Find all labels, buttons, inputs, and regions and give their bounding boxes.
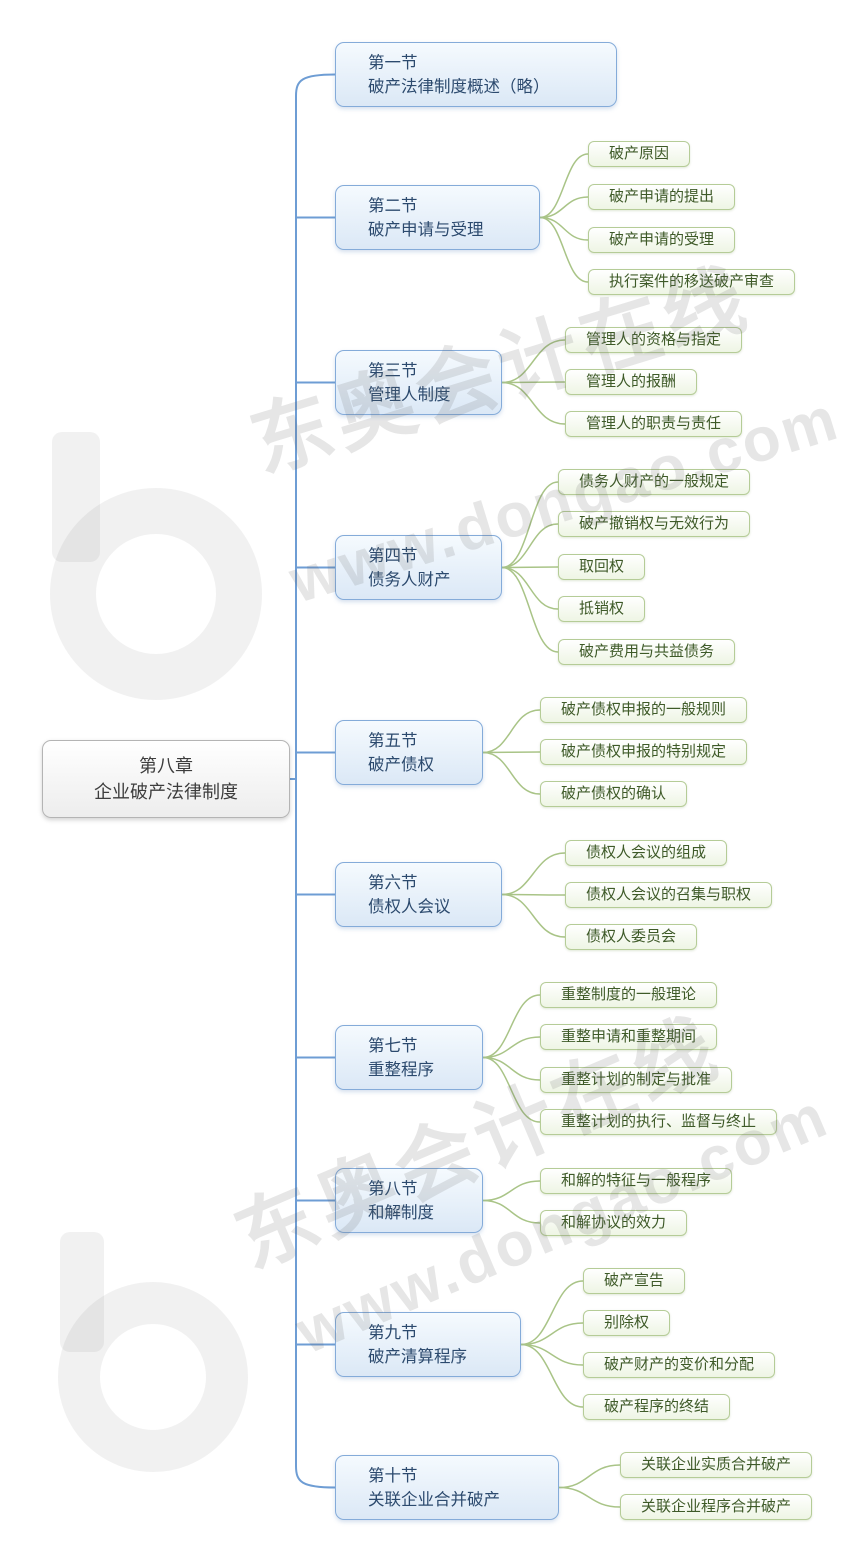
section-title: 破产申请与受理 xyxy=(368,220,484,239)
subtopic-node[interactable]: 和解的特征与一般程序 xyxy=(540,1168,733,1194)
section-node-5[interactable]: 第五节 破产债权 xyxy=(335,720,483,785)
section-title: 关联企业合并破产 xyxy=(368,1490,500,1509)
section-node-2[interactable]: 第二节 破产申请与受理 xyxy=(335,185,540,250)
section-node-10[interactable]: 第十节 关联企业合并破产 xyxy=(335,1455,559,1520)
subtopic-node[interactable]: 破产财产的变价和分配 xyxy=(583,1352,776,1378)
subtopic-node[interactable]: 管理人的资格与指定 xyxy=(565,327,743,353)
section-node-8[interactable]: 第八节 和解制度 xyxy=(335,1168,483,1233)
subtopic-node[interactable]: 破产费用与共益债务 xyxy=(558,639,736,665)
section-node-4[interactable]: 第四节 债务人财产 xyxy=(335,535,502,600)
section-node-1[interactable]: 第一节 破产法律制度概述（略） xyxy=(335,42,617,107)
subtopic-node[interactable]: 破产申请的受理 xyxy=(588,227,736,253)
subtopic-node[interactable]: 别除权 xyxy=(583,1310,671,1336)
section-label: 第九节 xyxy=(368,1323,418,1342)
subtopic-node[interactable]: 管理人的报酬 xyxy=(565,369,698,395)
root-chapter-title: 企业破产法律制度 xyxy=(94,782,238,802)
section-label: 第十节 xyxy=(368,1466,418,1485)
section-label: 第四节 xyxy=(368,546,418,565)
section-label: 第三节 xyxy=(368,361,418,380)
section-label: 第一节 xyxy=(368,53,418,72)
section-label: 第二节 xyxy=(368,196,418,215)
subtopic-node[interactable]: 关联企业程序合并破产 xyxy=(620,1494,813,1520)
section-label: 第七节 xyxy=(368,1036,418,1055)
section-node-7[interactable]: 第七节 重整程序 xyxy=(335,1025,483,1090)
subtopic-node[interactable]: 债务人财产的一般规定 xyxy=(558,469,751,495)
section-title: 破产清算程序 xyxy=(368,1347,467,1366)
subtopic-node[interactable]: 债权人委员会 xyxy=(565,924,698,950)
section-title: 破产债权 xyxy=(368,755,434,774)
section-label: 第五节 xyxy=(368,731,418,750)
subtopic-node[interactable]: 破产撤销权与无效行为 xyxy=(558,511,751,537)
section-title: 重整程序 xyxy=(368,1060,434,1079)
section-label: 第六节 xyxy=(368,873,418,892)
subtopic-node[interactable]: 破产原因 xyxy=(588,141,691,167)
section-node-9[interactable]: 第九节 破产清算程序 xyxy=(335,1312,521,1377)
root-chapter-label: 第八章 xyxy=(139,756,193,776)
subtopic-node[interactable]: 重整计划的制定与批准 xyxy=(540,1067,733,1093)
section-node-3[interactable]: 第三节 管理人制度 xyxy=(335,350,502,415)
subtopic-node[interactable]: 和解协议的效力 xyxy=(540,1210,688,1236)
sub-branch-lines xyxy=(482,153,621,1508)
subtopic-node[interactable]: 债权人会议的召集与职权 xyxy=(565,882,773,908)
subtopic-node[interactable]: 重整计划的执行、监督与终止 xyxy=(540,1109,778,1135)
section-title: 债务人财产 xyxy=(368,570,451,589)
subtopic-node[interactable]: 关联企业实质合并破产 xyxy=(620,1452,813,1478)
subtopic-node[interactable]: 抵销权 xyxy=(558,596,646,622)
subtopic-node[interactable]: 取回权 xyxy=(558,554,646,580)
section-title: 和解制度 xyxy=(368,1203,434,1222)
main-branch-lines xyxy=(290,73,336,1489)
subtopic-node[interactable]: 破产债权的确认 xyxy=(540,781,688,807)
subtopic-node[interactable]: 破产申请的提出 xyxy=(588,184,736,210)
section-title: 破产法律制度概述（略） xyxy=(368,77,550,96)
root-node[interactable]: 第八章 企业破产法律制度 xyxy=(42,740,290,818)
subtopic-node[interactable]: 破产债权申报的特别规定 xyxy=(540,739,748,765)
subtopic-node[interactable]: 执行案件的移送破产审查 xyxy=(588,269,796,295)
section-title: 债权人会议 xyxy=(368,897,451,916)
subtopic-node[interactable]: 破产程序的终结 xyxy=(583,1394,731,1420)
subtopic-node[interactable]: 重整制度的一般理论 xyxy=(540,982,718,1008)
subtopic-node[interactable]: 破产债权申报的一般规则 xyxy=(540,697,748,723)
section-node-6[interactable]: 第六节 债权人会议 xyxy=(335,862,502,927)
section-label: 第八节 xyxy=(368,1179,418,1198)
subtopic-node[interactable]: 重整申请和重整期间 xyxy=(540,1024,718,1050)
subtopic-node[interactable]: 管理人的职责与责任 xyxy=(565,411,743,437)
section-title: 管理人制度 xyxy=(368,385,451,404)
subtopic-node[interactable]: 破产宣告 xyxy=(583,1268,686,1294)
subtopic-node[interactable]: 债权人会议的组成 xyxy=(565,840,728,866)
